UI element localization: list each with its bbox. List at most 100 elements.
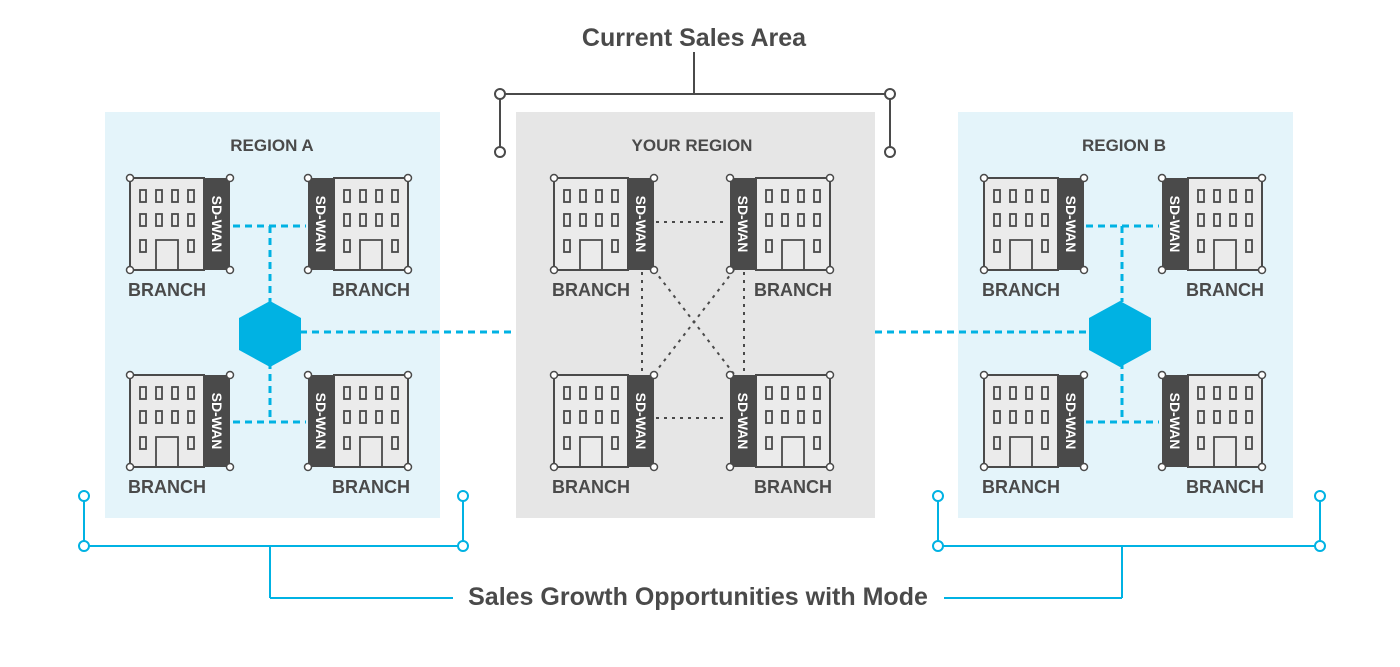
sd-wan-label: SD-WAN [633, 393, 649, 450]
corner-handle [1157, 265, 1167, 275]
corner-handle [649, 173, 659, 183]
corner-handle [979, 173, 989, 183]
branch-label: BRANCH [332, 280, 410, 300]
building-icon [553, 374, 629, 468]
corner-handle [1257, 370, 1267, 380]
corner-handle [1157, 173, 1167, 183]
corner-handle [549, 265, 559, 275]
corner-handle [125, 265, 135, 275]
corner-handle [549, 173, 559, 183]
sd-wan-tag [1162, 375, 1188, 467]
branch-label: BRANCH [1186, 477, 1264, 497]
your-region-label: YOUR REGION [632, 136, 753, 155]
region-b-hub-icon [1089, 301, 1151, 367]
mesh-links [641, 221, 745, 419]
sd-wan-label: SD-WAN [209, 393, 225, 450]
sd-wan-tag [204, 178, 230, 270]
corner-handle [403, 265, 413, 275]
building-icon [333, 177, 409, 271]
sd-wan-tag [308, 375, 334, 467]
corner-handle [979, 370, 989, 380]
branch-label: BRANCH [982, 477, 1060, 497]
branch-label: BRANCH [128, 477, 206, 497]
building-icon [333, 374, 409, 468]
sd-wan-label: SD-WAN [313, 196, 329, 253]
corner-handle [403, 173, 413, 183]
corner-handle [1079, 462, 1089, 472]
sd-wan-label: SD-WAN [735, 196, 751, 253]
corner-handle [649, 370, 659, 380]
corner-handle [649, 462, 659, 472]
building-icon [755, 177, 831, 271]
corner-handle [825, 173, 835, 183]
corner-handle [825, 462, 835, 472]
sd-wan-label: SD-WAN [1167, 393, 1183, 450]
corner-handle [1079, 265, 1089, 275]
your-region-branch: SD-WAN BRANCH [725, 370, 835, 497]
corner-handle [725, 265, 735, 275]
branch-label: BRANCH [552, 477, 630, 497]
region-a-label: REGION A [230, 136, 313, 155]
your-region-branch: SD-WAN BRANCH [549, 173, 659, 300]
your-region-branch: SD-WAN BRANCH [549, 370, 659, 497]
sd-wan-tag [1058, 178, 1084, 270]
branch-label: BRANCH [754, 477, 832, 497]
building-icon [129, 374, 205, 468]
region-b-branch: SD-WAN BRANCH [1157, 370, 1267, 497]
region-a-hub-icon [239, 301, 301, 367]
sd-wan-tag [1162, 178, 1188, 270]
corner-handle [225, 462, 235, 472]
sd-wan-label: SD-WAN [633, 196, 649, 253]
corner-handle [1157, 462, 1167, 472]
sd-wan-label: SD-WAN [735, 393, 751, 450]
region-b-label: REGION B [1082, 136, 1166, 155]
region-a-branch: SD-WAN BRANCH [303, 173, 413, 300]
sd-wan-label: SD-WAN [313, 393, 329, 450]
sd-wan-tag [628, 178, 654, 270]
corner-handle [225, 370, 235, 380]
corner-handle [549, 370, 559, 380]
building-icon [129, 177, 205, 271]
building-icon [755, 374, 831, 468]
corner-handle [125, 370, 135, 380]
sd-wan-tag [308, 178, 334, 270]
corner-handle [403, 462, 413, 472]
sd-wan-tag [730, 375, 756, 467]
sd-wan-tag [730, 178, 756, 270]
sd-wan-tag [204, 375, 230, 467]
corner-handle [725, 370, 735, 380]
hub-links [233, 224, 1159, 424]
corner-handle [725, 462, 735, 472]
branch-label: BRANCH [1186, 280, 1264, 300]
corner-handle [825, 265, 835, 275]
corner-handle [549, 462, 559, 472]
corner-handle [303, 265, 313, 275]
corner-handle [1257, 265, 1267, 275]
branch-label: BRANCH [332, 477, 410, 497]
corner-handle [979, 265, 989, 275]
building-icon [983, 177, 1059, 271]
corner-handle [125, 462, 135, 472]
building-icon [983, 374, 1059, 468]
current-sales-title: Current Sales Area [582, 24, 807, 52]
branch-label: BRANCH [552, 280, 630, 300]
corner-handle [303, 173, 313, 183]
corner-handle [125, 173, 135, 183]
corner-handle [1257, 462, 1267, 472]
building-icon [1187, 177, 1263, 271]
sd-wan-tag [628, 375, 654, 467]
growth-title: Sales Growth Opportunities with Mode [468, 583, 928, 611]
corner-handle [403, 370, 413, 380]
corner-handle [1157, 370, 1167, 380]
corner-handle [1079, 370, 1089, 380]
sd-wan-label: SD-WAN [1063, 196, 1079, 253]
building-icon [1187, 374, 1263, 468]
corner-handle [649, 265, 659, 275]
growth-bracket [78, 490, 1326, 599]
